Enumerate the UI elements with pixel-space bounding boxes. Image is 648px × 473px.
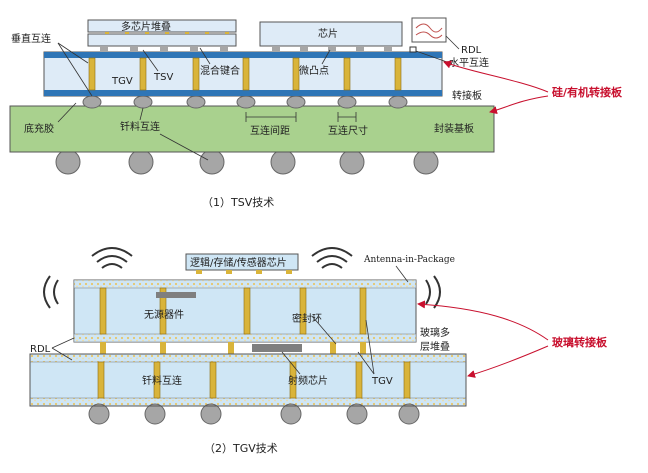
label-horizontal-interconnect: 水平互连 — [449, 56, 489, 69]
solder-balls — [55, 149, 439, 175]
label-multi-chip-stack: 多芯片堆叠 — [121, 20, 171, 33]
label-solder-interconnect-2: 钎料互连 — [142, 374, 182, 387]
label-tgv: TGV — [111, 76, 133, 87]
label-rdl: RDL — [461, 45, 482, 56]
label-layer-stack: 层堆叠 — [420, 341, 450, 353]
tgv-solder-balls — [88, 403, 420, 425]
label-rdl: RDL — [30, 344, 51, 355]
label-chip: 芯片 — [318, 27, 338, 40]
label-package-substrate: 封装基板 — [434, 122, 474, 135]
label-rf-chip: 射频芯片 — [288, 374, 328, 387]
label-interconnect-size: 互连尺寸 — [328, 124, 368, 137]
label-tsv: TSV — [153, 72, 173, 83]
side-label-glass-interposer: 玻璃转接板 — [552, 335, 608, 349]
tsv-diagram: 多芯片堆叠 芯片 垂直互连 TGV TSV 混合键合 微凸点 RDL 水平互连 … — [9, 17, 623, 209]
multi-chip-stack — [87, 19, 237, 33]
label-microbump: 微凸点 — [299, 64, 329, 77]
tgv-diagram: 逻辑/存储/传感器芯片 无源器件 密封环 — [29, 247, 608, 455]
caption-tgv: （2）TGV技术 — [204, 442, 278, 455]
passive-devices — [156, 292, 196, 298]
logic-memory-sensor-chip — [185, 253, 299, 271]
chip — [259, 21, 403, 47]
label-interconnect-pitch: 互连间距 — [250, 124, 290, 137]
rf-chip-pads — [252, 344, 302, 352]
label-solder-interconnect: 钎料互连 — [120, 120, 160, 133]
label-glass-multilayer: 玻璃多 — [420, 326, 450, 339]
label-logic-memory-sensor: 逻辑/存储/传感器芯片 — [190, 256, 287, 269]
side-label-silicon-organic-interposer: 硅/有机转接板 — [552, 85, 623, 99]
tgv-vias — [97, 361, 411, 399]
label-seal-ring: 密封环 — [292, 312, 322, 325]
label-hybrid-bonding: 混合键合 — [200, 64, 240, 77]
label-passive-devices: 无源器件 — [144, 308, 184, 321]
label-vertical-interconnect: 垂直互连 — [11, 32, 51, 45]
mid-interconnects — [100, 342, 366, 354]
label-underfill: 底充胶 — [24, 122, 54, 135]
label-interposer: 转接板 — [452, 89, 482, 102]
caption-tsv: （1）TSV技术 — [202, 196, 274, 209]
label-tgv-2: TGV — [371, 376, 393, 387]
label-antenna-in-package: Antenna-in-Package — [363, 255, 455, 265]
tsv-vias — [88, 57, 402, 91]
